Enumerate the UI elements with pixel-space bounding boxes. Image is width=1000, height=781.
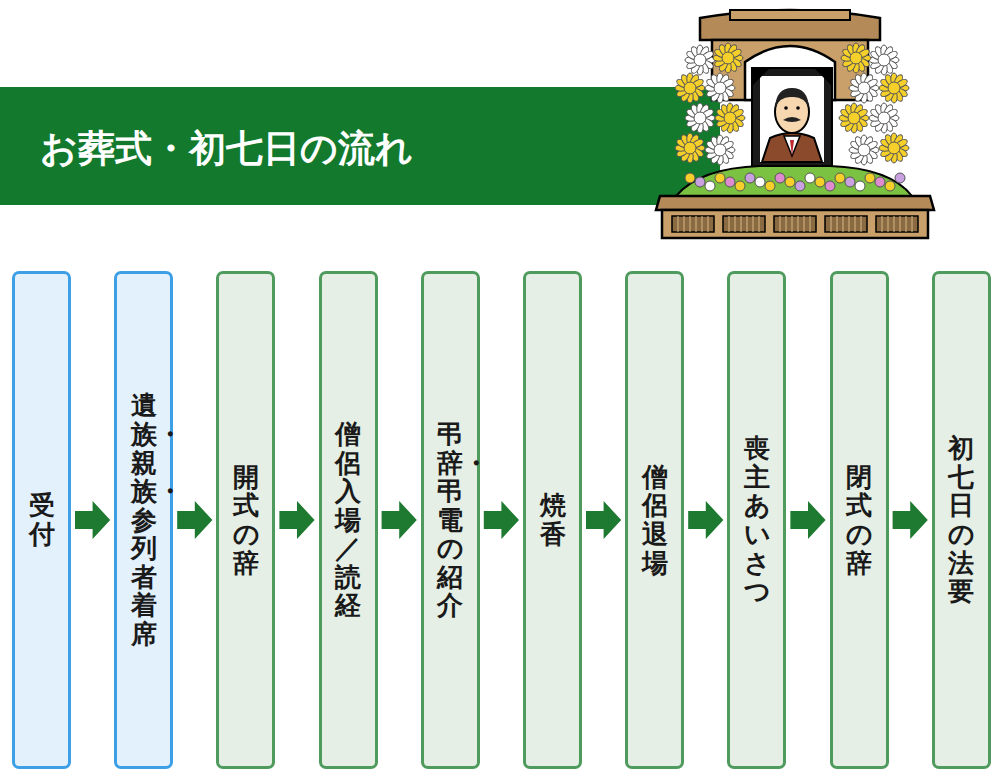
flow-arrow — [688, 501, 723, 539]
flow-arrow — [75, 501, 110, 539]
step-label: 受付 — [29, 491, 55, 548]
chrysanthemum — [705, 135, 735, 165]
chrysanthemum — [675, 73, 705, 103]
flow-arrow — [586, 501, 621, 539]
flow-arrow — [484, 501, 519, 539]
flow-arrow — [177, 501, 212, 539]
chrysanthemum — [869, 45, 899, 75]
process-box: 喪主あいさつ — [727, 271, 786, 769]
flow-arrow — [382, 501, 417, 539]
step-label: 僧侶入場／読経 — [335, 420, 361, 620]
flow-arrow — [279, 501, 314, 539]
title-band — [0, 87, 720, 205]
process-box: 開式の辞 — [216, 271, 275, 769]
chrysanthemum — [849, 135, 879, 165]
flow-arrow — [893, 501, 928, 539]
altar-illustration — [656, 10, 934, 238]
process-box: 遺族・親族・参列者着席 — [114, 271, 173, 769]
step-label: 僧侶退場 — [642, 463, 668, 577]
title: お葬式・初七日の流れ — [40, 124, 413, 174]
process-box: 焼香 — [523, 271, 582, 769]
process-box: 受付 — [12, 271, 71, 769]
chrysanthemum — [841, 43, 871, 73]
process-box: 弔辞・弔電の紹介 — [421, 271, 480, 769]
chrysanthemum — [705, 73, 735, 103]
chrysanthemum — [675, 133, 705, 163]
step-label: 初七日の法要 — [948, 434, 974, 606]
chrysanthemum — [879, 73, 909, 103]
chrysanthemum — [849, 73, 879, 103]
step-label: 開式の辞 — [233, 463, 259, 577]
chrysanthemum — [685, 103, 715, 133]
process-box: 僧侶入場／読経 — [319, 271, 378, 769]
step-label: 遺族・親族・参列者着席 — [131, 391, 157, 648]
chrysanthemum — [839, 103, 869, 133]
chrysanthemum — [879, 133, 909, 163]
step-label: 喪主あいさつ — [744, 434, 770, 606]
chrysanthemum — [685, 45, 715, 75]
chrysanthemum — [869, 103, 899, 133]
chrysanthemum — [715, 103, 745, 133]
step-label: 閉式の辞 — [846, 463, 872, 577]
step-label: 焼香 — [540, 491, 566, 548]
step-label: 弔辞・弔電の紹介 — [437, 420, 463, 620]
flow-arrow — [790, 501, 825, 539]
process-box: 僧侶退場 — [625, 271, 684, 769]
process-box: 初七日の法要 — [932, 271, 991, 769]
process-box: 閉式の辞 — [830, 271, 889, 769]
chrysanthemum — [713, 43, 743, 73]
